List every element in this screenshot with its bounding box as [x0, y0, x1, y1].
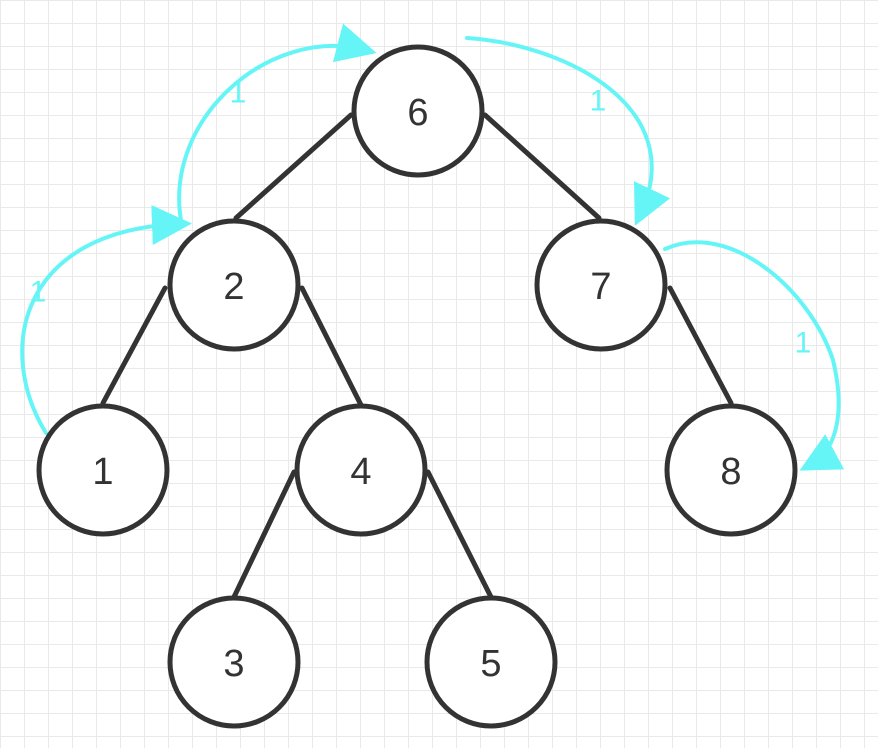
- arrow-6-to-7: [465, 36, 671, 226]
- node-label: 8: [720, 451, 741, 493]
- edge-4-3: [231, 469, 297, 600]
- node-1: 1: [36, 403, 170, 537]
- arrow-label-7-8: 1: [795, 327, 812, 360]
- node-4: 4: [294, 403, 428, 537]
- arrow-label-1-2: 1: [30, 276, 47, 309]
- arrow-label-2-6: 1: [230, 77, 247, 110]
- edge-2-4: [299, 285, 364, 408]
- node-8: 8: [664, 403, 798, 537]
- arrow-2-to-6: [177, 23, 377, 228]
- node-label: 1: [92, 451, 113, 493]
- node-label: 4: [350, 451, 371, 493]
- arrow-7-to-8: [663, 240, 845, 471]
- node-label: 2: [223, 266, 244, 308]
- edge-2-1: [100, 285, 168, 406]
- node-5: 5: [424, 595, 558, 729]
- edge-6-7: [482, 112, 602, 221]
- node-label: 5: [480, 643, 501, 685]
- node-2: 2: [167, 218, 301, 352]
- edge-4-5: [425, 469, 494, 600]
- node-3: 3: [167, 595, 301, 729]
- arrow-1-to-2: [20, 205, 192, 435]
- edge-7-8: [667, 285, 734, 406]
- tree-edges: [100, 112, 734, 600]
- arrow-label-6-7: 1: [590, 85, 607, 118]
- node-7: 7: [534, 218, 668, 352]
- tree-nodes: 6 2 7 1 4 8 3: [36, 44, 798, 729]
- arrow-annotations: 1 1 1 1: [20, 23, 845, 471]
- node-label: 6: [407, 92, 428, 134]
- node-label: 7: [590, 266, 611, 308]
- node-6: 6: [351, 44, 485, 178]
- node-label: 3: [223, 643, 244, 685]
- edge-6-2: [233, 112, 354, 221]
